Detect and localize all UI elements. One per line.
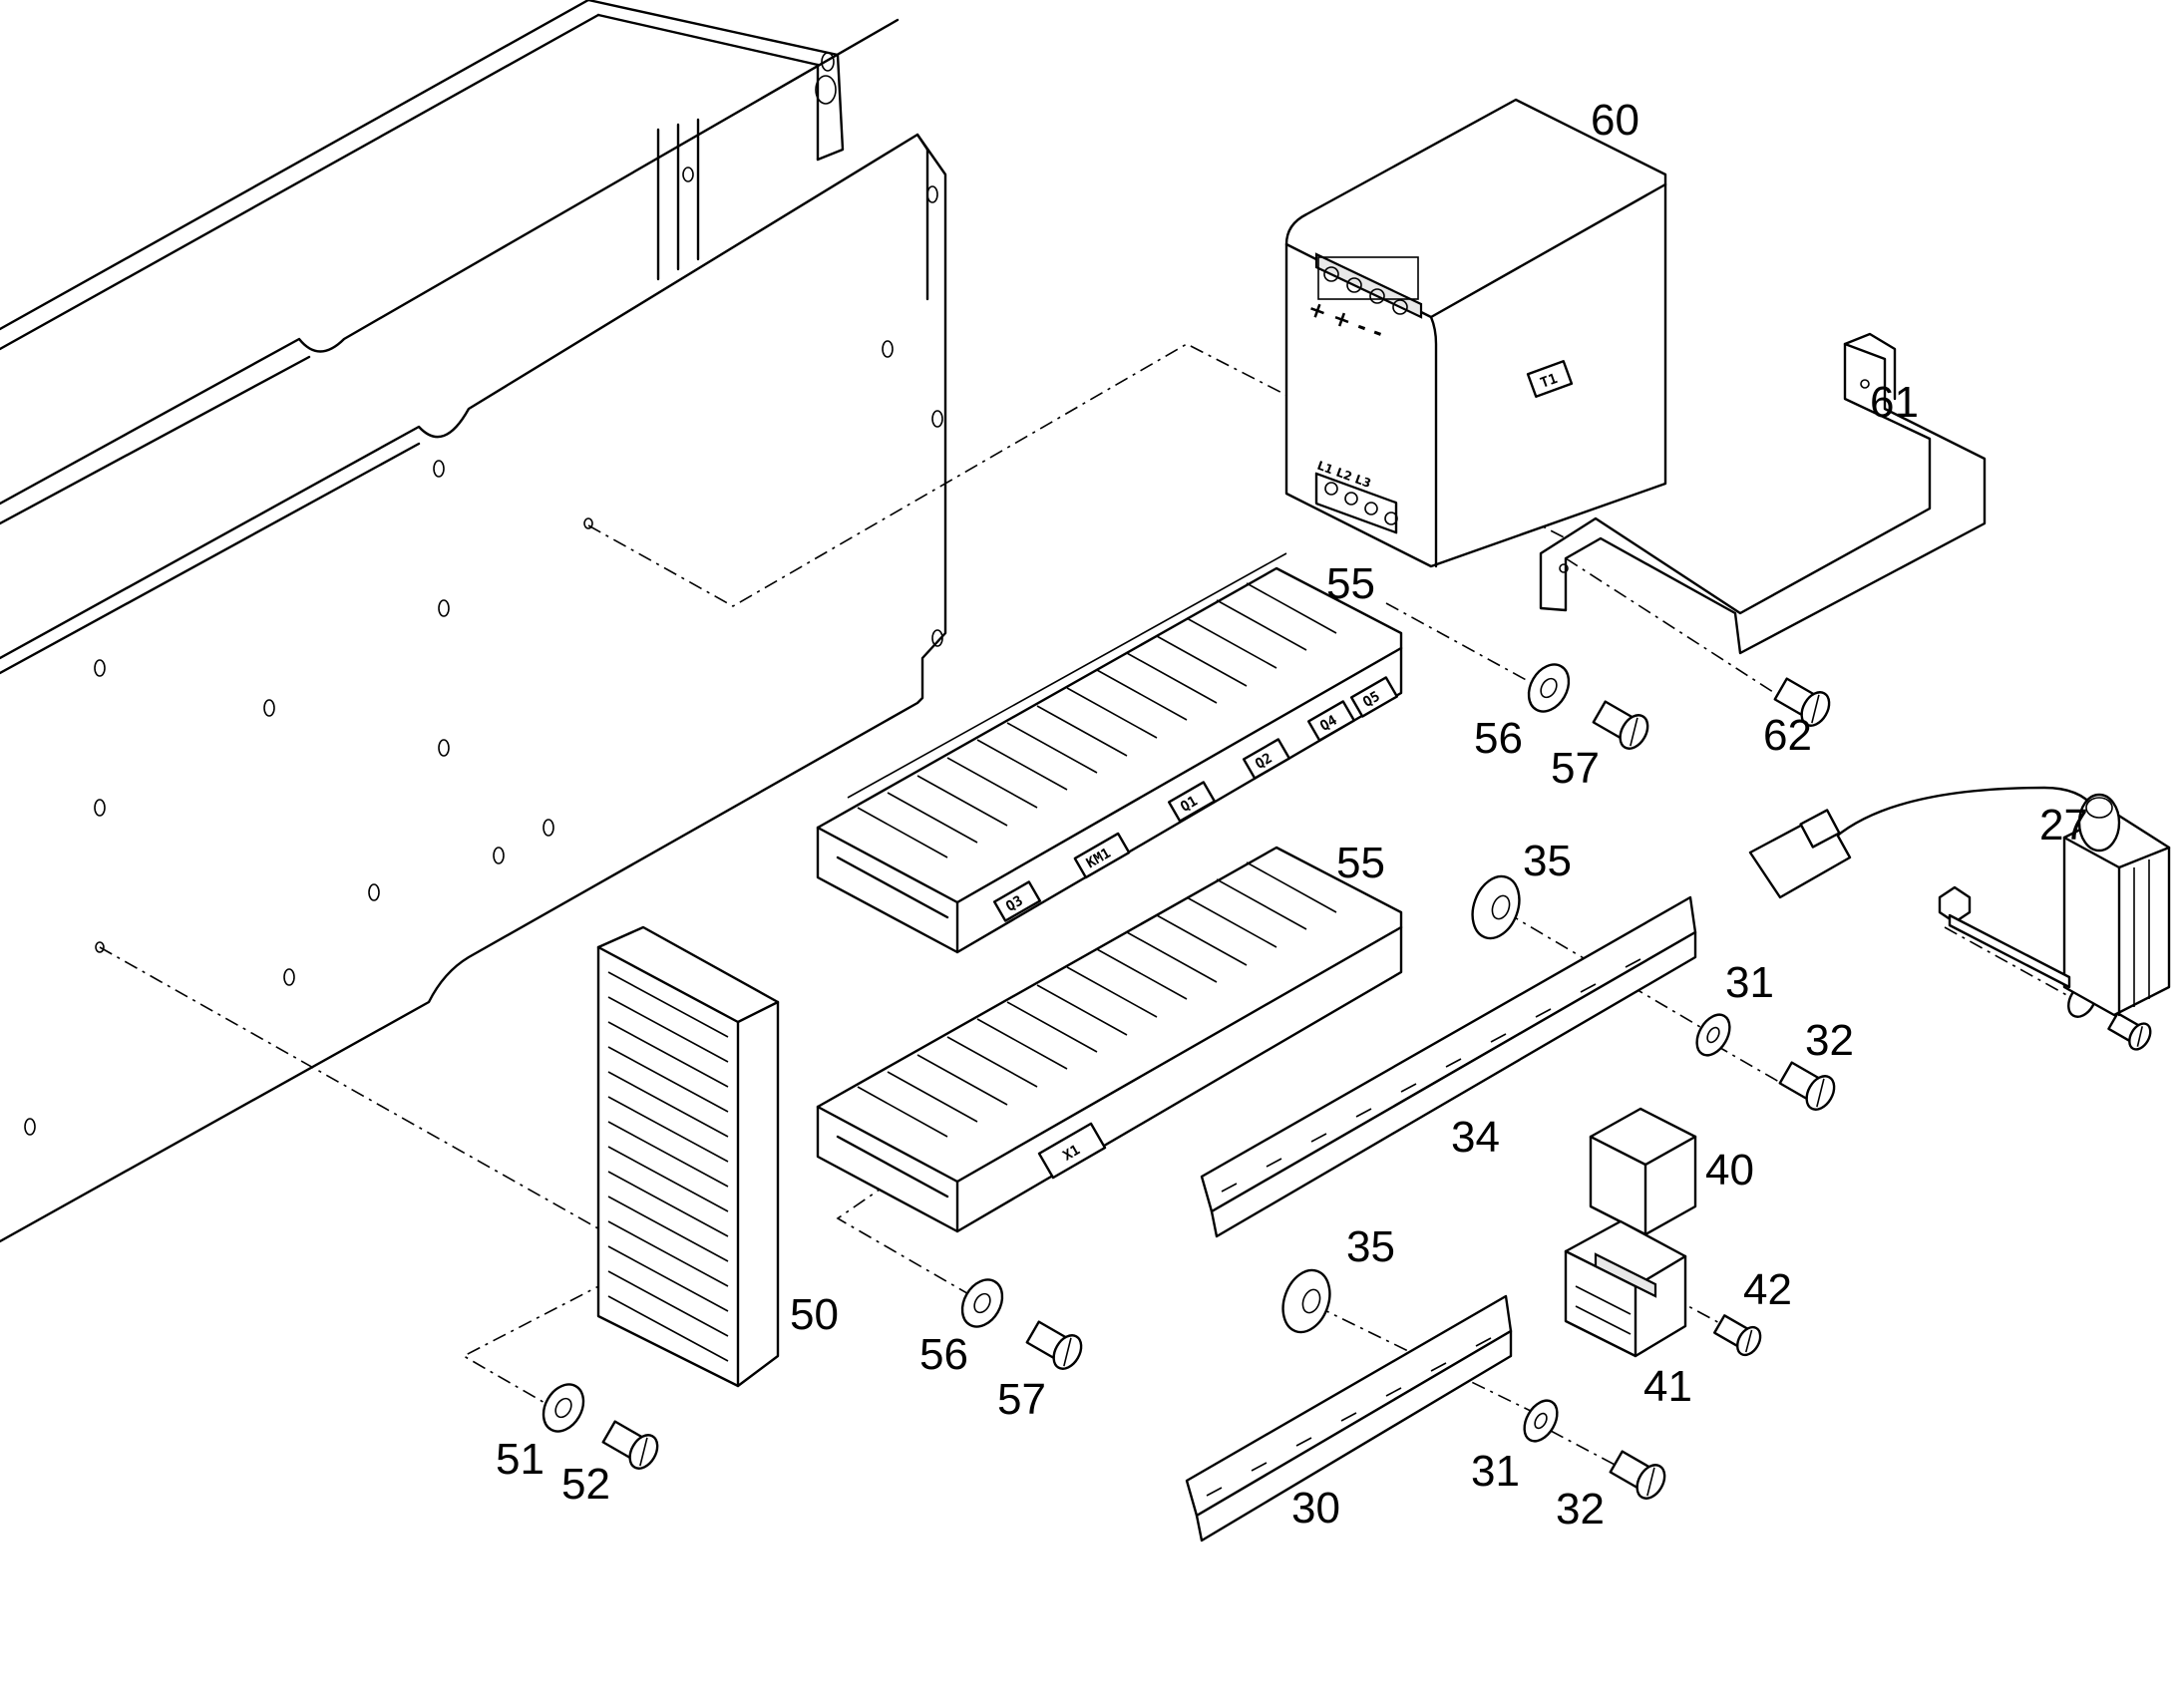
washer-35-upper — [1471, 874, 1521, 940]
bracket-61 — [1539, 332, 1987, 655]
tag-q2: Q2 — [1253, 751, 1275, 773]
tag-q3: Q3 — [1003, 893, 1026, 915]
callout-62: 62 — [1763, 711, 1812, 760]
callout-35-lower: 35 — [1346, 1222, 1395, 1271]
callout-52: 52 — [561, 1460, 610, 1509]
leader-lines — [99, 343, 2080, 1477]
tag-q1: Q1 — [1178, 794, 1201, 816]
callout-57-upper: 57 — [1551, 744, 1600, 793]
screw-57-lower — [1025, 1320, 1083, 1370]
washer-51 — [542, 1383, 585, 1433]
tag-q4: Q4 — [1317, 713, 1340, 735]
washer-31-lower — [1523, 1399, 1559, 1443]
callout-56-upper: 56 — [1474, 714, 1523, 763]
callout-41: 41 — [1643, 1362, 1692, 1411]
callout-30: 30 — [1291, 1484, 1340, 1533]
din-rail-30 — [1185, 1294, 1513, 1542]
mounting-plate — [0, 133, 947, 1243]
tag-t1: T1 — [1539, 371, 1560, 392]
washer-31-upper — [1695, 1013, 1731, 1057]
screw-62 — [1773, 677, 1831, 727]
washer-35-lower — [1281, 1268, 1331, 1334]
cable-duct-55-upper: Q3 KM1 Q1 Q2 Q4 Q5 — [816, 552, 1403, 954]
callout-32-upper: 32 — [1805, 1016, 1854, 1065]
relay-socket-41 — [1564, 1219, 1687, 1358]
screw-57-upper — [1592, 700, 1649, 750]
tag-q5: Q5 — [1360, 689, 1383, 711]
callout-31-upper: 31 — [1725, 958, 1774, 1007]
callout-51: 51 — [496, 1435, 545, 1484]
callout-57-lower: 57 — [997, 1375, 1046, 1424]
din-rail-34 — [1200, 895, 1697, 1238]
callout-50: 50 — [790, 1290, 839, 1339]
screw-32-upper — [1778, 1061, 1836, 1111]
relay-cube-40 — [1589, 1107, 1697, 1236]
callout-42: 42 — [1743, 1265, 1792, 1314]
screw-42 — [1713, 1314, 1762, 1357]
callout-40: 40 — [1705, 1146, 1754, 1195]
callout-31-lower: 31 — [1471, 1447, 1520, 1496]
callout-35-upper: 35 — [1523, 837, 1572, 885]
callout-32-lower: 32 — [1556, 1485, 1605, 1534]
callout-27: 27 — [2039, 801, 2088, 850]
vertical-duct-50 — [596, 925, 780, 1388]
callout-56-lower: 56 — [919, 1330, 968, 1379]
screw-heater — [2107, 1012, 2152, 1051]
washer-56-lower — [960, 1278, 1004, 1328]
washer-56-upper — [1527, 663, 1571, 713]
callout-61: 61 — [1870, 378, 1919, 427]
tag-x1: X1 — [1060, 1142, 1083, 1164]
cable-duct-55-lower: X1 — [816, 846, 1403, 1233]
callout-34: 34 — [1451, 1113, 1500, 1162]
screw-52 — [601, 1420, 659, 1470]
enclosure-frame — [0, 0, 900, 525]
power-supply-60: + + - - L1 L2 L3 T1 — [1284, 98, 1667, 568]
heater-27 — [1748, 786, 2171, 1017]
callout-labels: 60 61 55 56 57 62 27 35 55 31 32 34 40 3… — [496, 96, 2088, 1534]
screw-32-lower — [1609, 1450, 1666, 1500]
callout-55-upper: 55 — [1326, 559, 1375, 608]
callout-55-lower: 55 — [1336, 839, 1385, 887]
callout-60: 60 — [1591, 96, 1639, 145]
